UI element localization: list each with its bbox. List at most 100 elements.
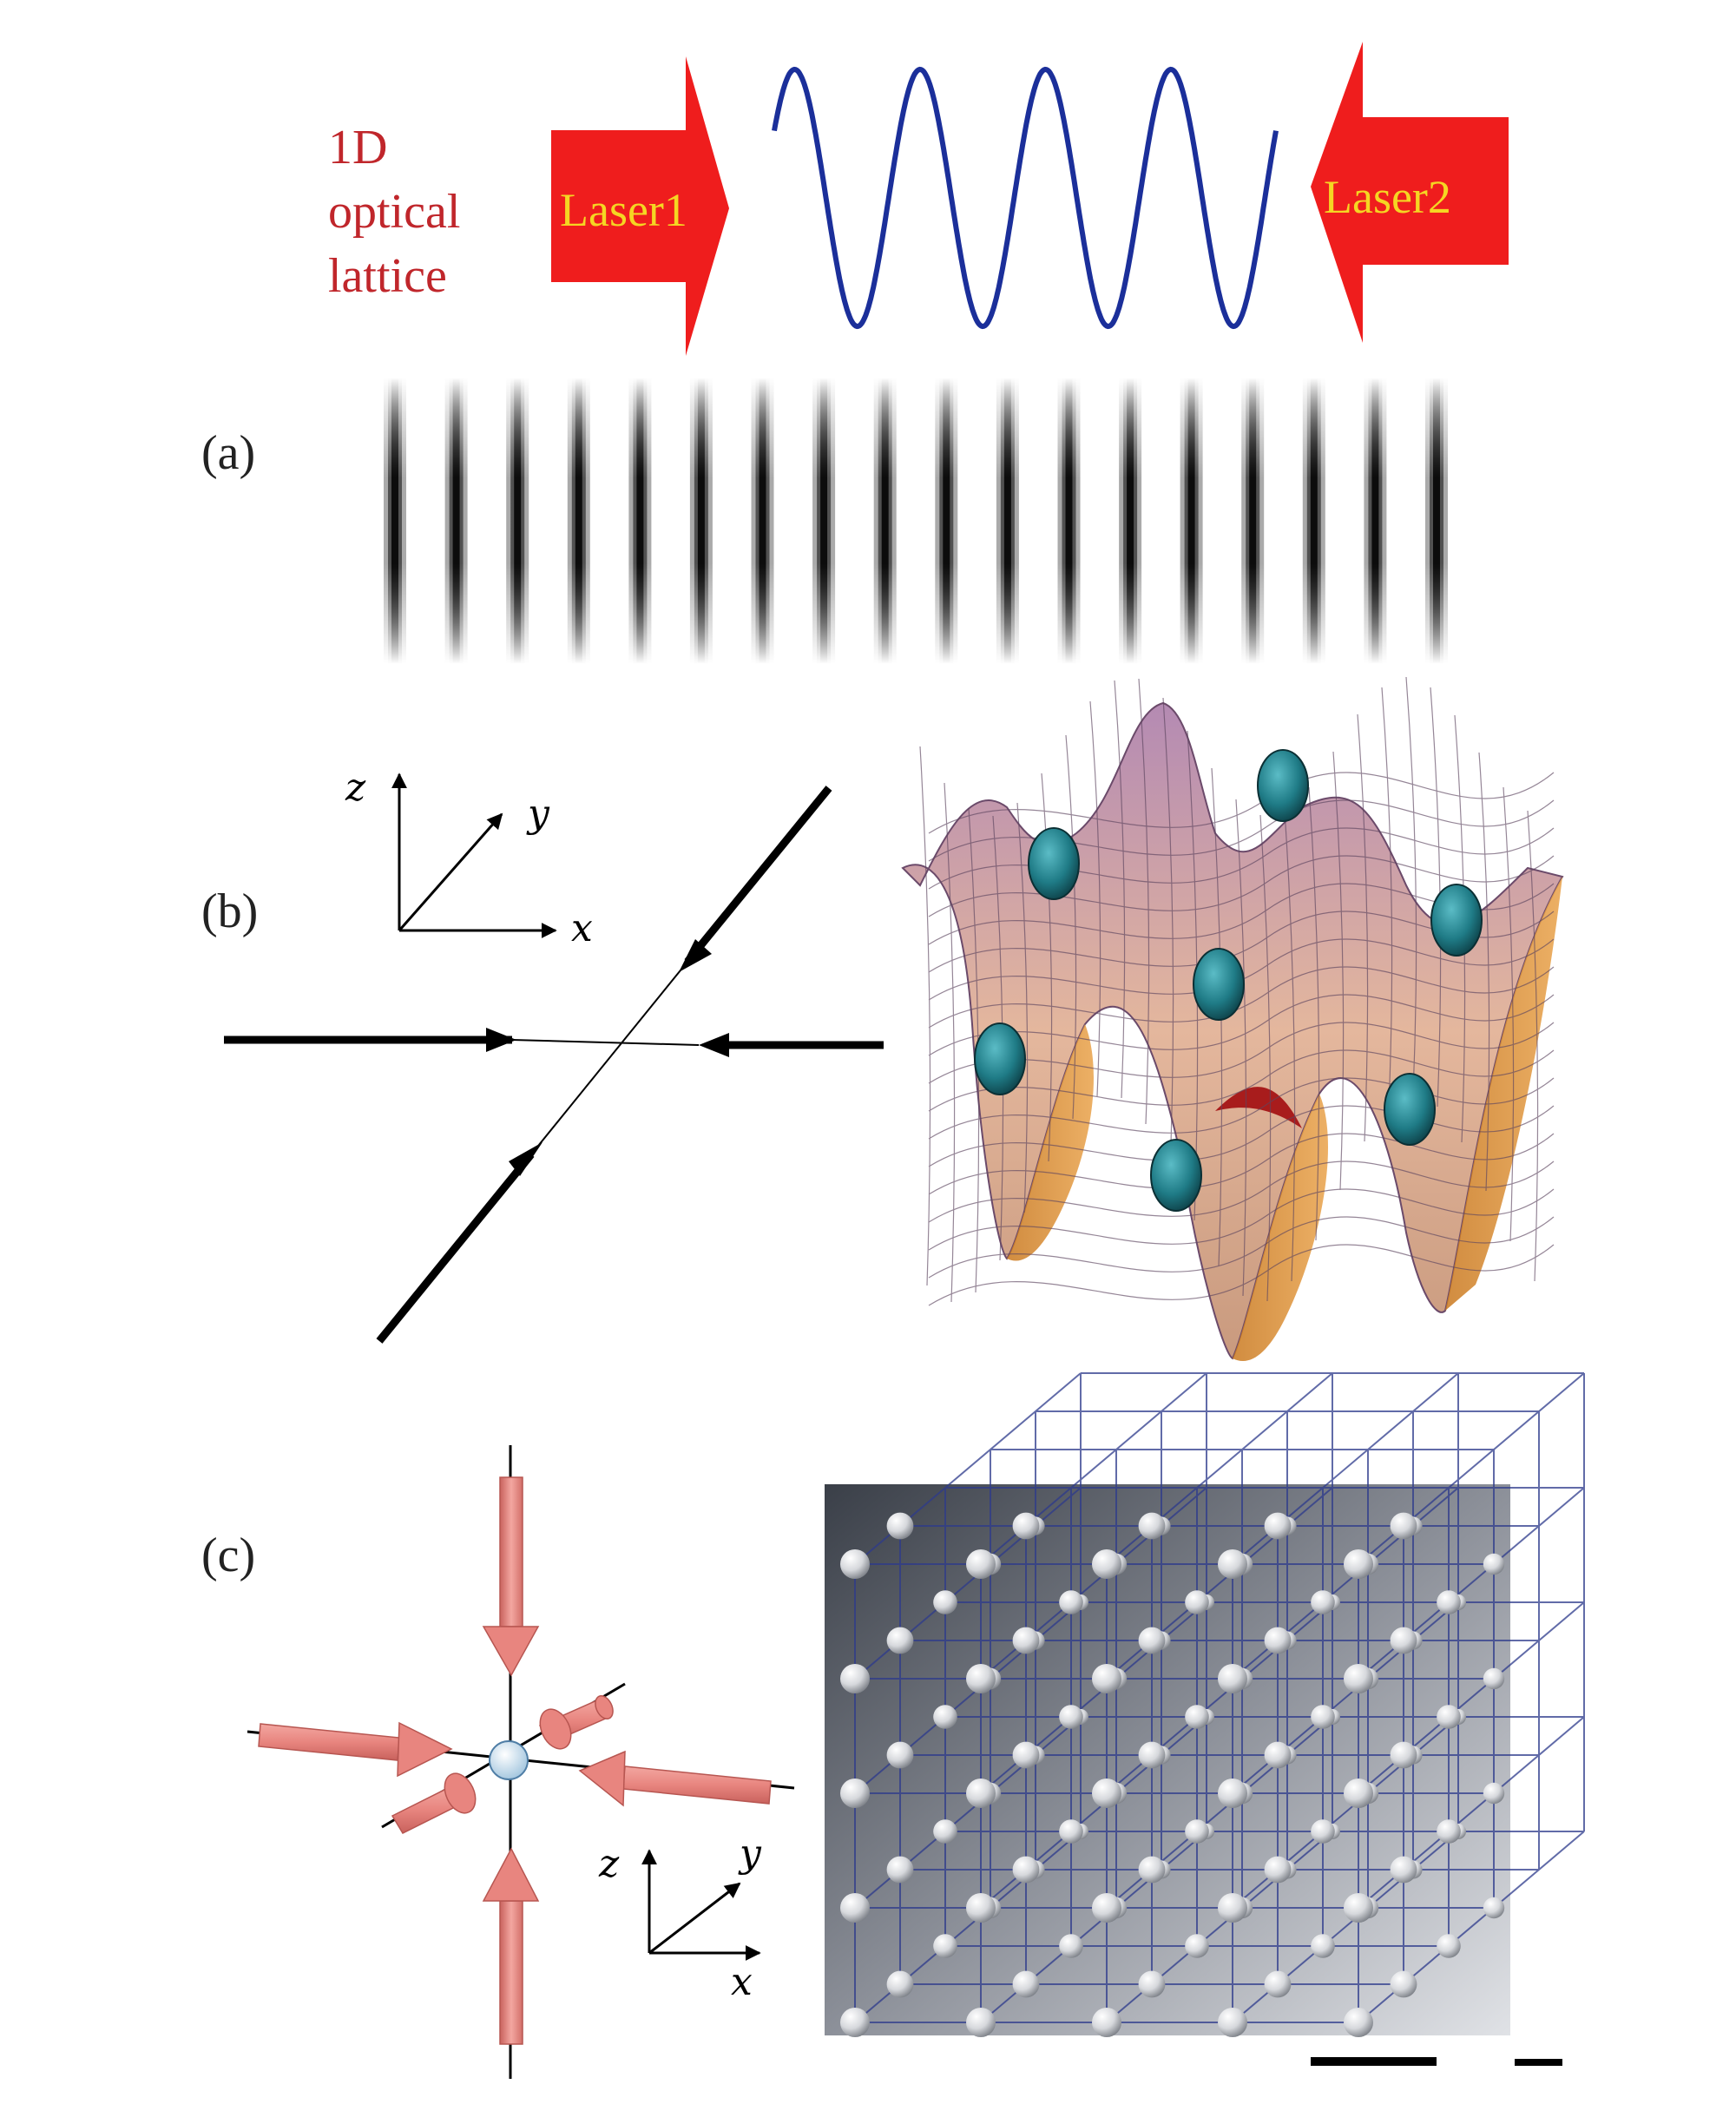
lattice-atom <box>1138 1970 1166 1998</box>
lattice-atom <box>1264 1970 1292 1998</box>
lattice-atom <box>1185 1705 1209 1729</box>
mesh-line <box>928 1022 1555 1084</box>
lattice-atom <box>1311 1705 1335 1729</box>
lattice-3d-render <box>825 1372 1585 2037</box>
lattice-atom <box>1483 1667 1505 1690</box>
lattice-atom <box>933 1705 957 1729</box>
mesh-line <box>1138 678 1150 1125</box>
lattice-atom <box>1311 1934 1335 1958</box>
lattice-atom <box>1437 1934 1461 1958</box>
mesh-line <box>1332 751 1345 1191</box>
lattice-atom <box>1390 1512 1417 1540</box>
lattice-atom <box>886 1970 914 1998</box>
lattice-atom <box>966 2008 996 2037</box>
lattice-atom <box>1483 1782 1505 1805</box>
lattice-atom <box>1092 2008 1121 2037</box>
fringe <box>697 378 705 664</box>
atom <box>1257 749 1309 822</box>
lattice-atom <box>840 1779 870 1808</box>
mesh-line <box>1089 700 1101 1097</box>
atom <box>1384 1073 1436 1146</box>
lattice-atom <box>840 1664 870 1693</box>
lattice-atom <box>1059 1819 1083 1844</box>
fringe <box>1249 378 1257 664</box>
mesh-line <box>928 1133 1555 1195</box>
fringe <box>1127 378 1134 664</box>
lattice-atom <box>1390 1856 1417 1884</box>
lattice-atom <box>1092 1664 1121 1693</box>
mesh-line <box>919 746 931 1286</box>
lattice-atom <box>1344 1779 1373 1808</box>
laser2-label: Laser2 <box>1324 171 1451 223</box>
scale-bar <box>1515 2059 1562 2066</box>
axis-b-z: z <box>345 766 366 810</box>
atom <box>1028 827 1080 900</box>
mesh-line <box>1284 810 1296 1282</box>
lattice-atom <box>1390 1627 1417 1654</box>
lattice-atom <box>1437 1590 1461 1614</box>
axes-c <box>641 1849 761 1961</box>
lattice-atom <box>933 1819 957 1844</box>
fringe-pattern <box>384 378 1448 664</box>
panel-label-b: (b) <box>201 884 258 938</box>
lattice-atom <box>1012 1512 1040 1540</box>
potential-surface <box>901 676 1564 1361</box>
laser1-label: Laser1 <box>560 184 687 236</box>
fringe <box>1187 378 1195 664</box>
mesh-line <box>928 994 1555 1056</box>
mesh-line <box>928 855 1555 917</box>
mesh-line <box>1259 814 1272 1302</box>
lattice-atom <box>1138 1512 1166 1540</box>
lattice-atom <box>1264 1627 1292 1654</box>
fringe <box>943 378 950 664</box>
fringe <box>391 378 398 664</box>
lattice-atom <box>1012 1856 1040 1884</box>
lattice-atom <box>966 1893 996 1923</box>
lattice-atom <box>966 1549 996 1579</box>
mesh-line <box>928 966 1555 1029</box>
lattice-atom <box>1185 1934 1209 1958</box>
atom <box>1193 948 1245 1021</box>
mesh-line <box>1478 752 1490 1192</box>
lattice-atom <box>886 1512 914 1540</box>
lattice-atom <box>1012 1741 1040 1769</box>
fringe <box>1065 378 1073 664</box>
mesh-line <box>928 1077 1555 1140</box>
lattice-atom <box>1437 1819 1461 1844</box>
lattice-atom <box>1344 2008 1373 2037</box>
fringe <box>1371 378 1379 664</box>
lattice-atom <box>1059 1590 1083 1614</box>
fringe <box>1003 378 1011 664</box>
laser2-arrow: Laser2 <box>1311 42 1509 343</box>
mesh-line <box>1405 676 1417 1095</box>
lattice-atom <box>966 1779 996 1808</box>
lattice-atom <box>1092 1779 1121 1808</box>
standing-wave <box>772 66 1279 330</box>
fringe <box>636 378 644 664</box>
fringe <box>759 378 766 664</box>
laser1-arrow: Laser1 <box>551 56 729 356</box>
lattice-atom <box>1185 1590 1209 1614</box>
axis-c-x: x <box>731 1960 753 2004</box>
lattice-atom <box>886 1856 914 1884</box>
lattice-atom <box>1218 1549 1247 1579</box>
mesh-line <box>1381 687 1393 1107</box>
lattice-atom <box>1138 1627 1166 1654</box>
axis-b-x: x <box>571 906 593 950</box>
lattice-atom <box>840 1893 870 1923</box>
lattice-atom <box>1344 1664 1373 1693</box>
mesh-line <box>928 1188 1555 1251</box>
axis-c-y: y <box>738 1831 762 1876</box>
lattice-atom <box>966 1664 996 1693</box>
fringe <box>881 378 889 664</box>
lattice-atom <box>1012 1627 1040 1654</box>
mesh-line <box>928 1105 1555 1167</box>
mesh-line <box>928 1049 1555 1112</box>
header-line-2: optical <box>328 185 460 239</box>
lattice-atom <box>1218 1893 1247 1923</box>
mesh-line <box>1041 773 1053 1162</box>
lattice-atom <box>1185 1819 1209 1844</box>
scale-bar <box>1311 2057 1437 2066</box>
lattice-atom <box>1264 1512 1292 1540</box>
beams-b <box>224 786 884 1344</box>
